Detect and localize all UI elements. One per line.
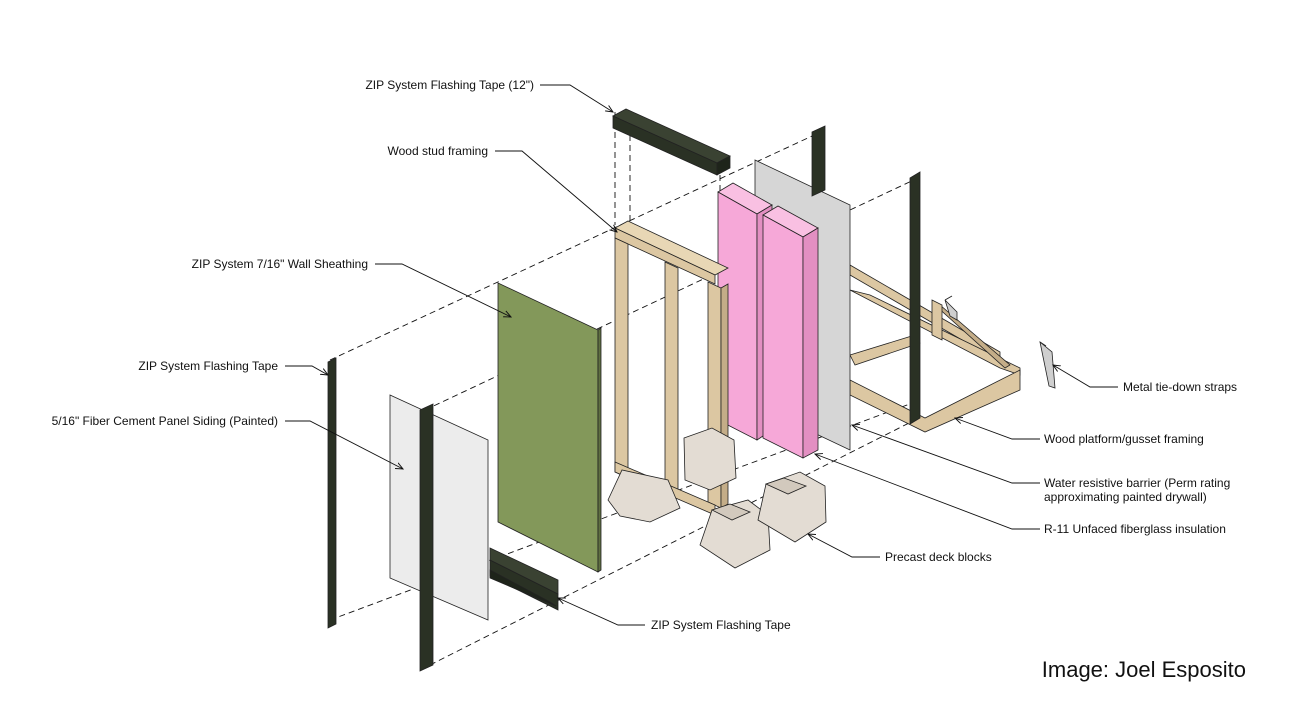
metal-tie-down-straps bbox=[944, 295, 1056, 389]
siding-flashing-tape bbox=[419, 403, 434, 672]
label-flashing-tape-left: ZIP System Flashing Tape bbox=[138, 359, 278, 373]
image-credit: Image: Joel Esposito bbox=[1042, 657, 1246, 682]
insulation-batts bbox=[717, 182, 819, 459]
label-wrb-line2: approximating painted drywall) bbox=[1044, 490, 1207, 504]
top-flashing-tape bbox=[612, 108, 731, 176]
back-flashing-tape-2 bbox=[909, 171, 921, 425]
label-wood-stud-framing: Wood stud framing bbox=[388, 144, 489, 158]
label-flashing-tape-12: ZIP System Flashing Tape (12") bbox=[365, 78, 534, 92]
bottom-flashing-tape bbox=[489, 547, 559, 611]
fiber-cement-siding bbox=[389, 394, 489, 621]
wood-platform bbox=[849, 264, 1021, 433]
zip-wall-sheathing bbox=[497, 282, 602, 573]
label-metal-tie-down: Metal tie-down straps bbox=[1123, 380, 1237, 394]
left-flashing-tape bbox=[327, 357, 337, 629]
label-wall-sheathing: ZIP System 7/16" Wall Sheathing bbox=[192, 257, 368, 271]
back-flashing-tape-1 bbox=[811, 125, 826, 197]
leader-lines bbox=[285, 84, 1118, 626]
precast-deck-blocks bbox=[607, 427, 827, 569]
label-wrb-line1: Water resistive barrier (Perm rating bbox=[1044, 476, 1230, 490]
label-deck-blocks: Precast deck blocks bbox=[885, 550, 992, 564]
label-wood-platform: Wood platform/gusset framing bbox=[1044, 432, 1204, 446]
label-flashing-tape-bottom: ZIP System Flashing Tape bbox=[651, 618, 791, 632]
label-fiber-cement-siding: 5/16" Fiber Cement Panel Siding (Painted… bbox=[52, 414, 278, 428]
label-insulation: R-11 Unfaced fiberglass insulation bbox=[1044, 522, 1226, 536]
